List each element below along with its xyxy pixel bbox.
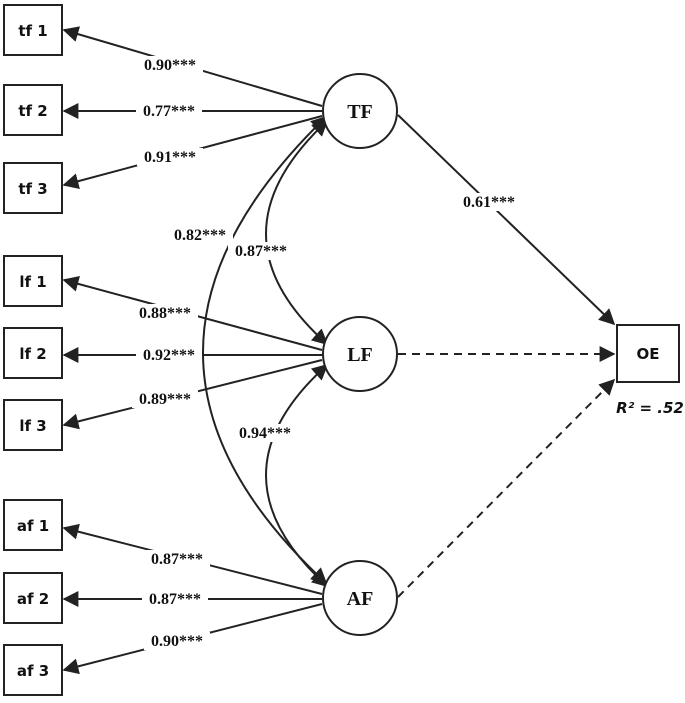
indicator-label: af 2 — [17, 590, 49, 608]
loading-label-af1: 0.87*** — [144, 550, 210, 568]
indicator-label: tf 2 — [18, 102, 47, 120]
indicator-label: lf 2 — [19, 345, 46, 363]
latent-label: AF — [347, 588, 374, 610]
loading-label-tf2: 0.77*** — [136, 102, 202, 120]
latent-label: LF — [347, 344, 373, 366]
correlation-tf-af — [202, 115, 328, 585]
indicator-label: tf 1 — [18, 22, 47, 40]
svg-text:0.87***: 0.87*** — [149, 591, 201, 608]
path-tf-oe — [397, 114, 616, 326]
svg-text:0.90***: 0.90*** — [144, 57, 196, 74]
svg-text:0.77***: 0.77*** — [143, 103, 195, 120]
indicator-tf3: tf 3 — [3, 162, 63, 214]
indicator-lf1: lf 1 — [3, 255, 63, 307]
loading-label-af2: 0.87*** — [142, 590, 208, 608]
loading-label-lf3: 0.89*** — [132, 390, 198, 408]
svg-text:0.92***: 0.92*** — [143, 347, 195, 364]
svg-text:0.88***: 0.88*** — [139, 305, 191, 322]
indicator-label: tf 3 — [18, 180, 47, 198]
indicator-label: af 1 — [17, 517, 49, 535]
latent-af: AF — [322, 560, 398, 636]
correlation-label-tf-af: 0.82*** — [167, 226, 233, 244]
loading-label-af3: 0.90*** — [144, 632, 210, 650]
indicator-af2: af 2 — [3, 572, 63, 624]
latent-label: TF — [347, 101, 373, 123]
latent-lf: LF — [322, 316, 398, 392]
indicator-label: lf 3 — [19, 417, 46, 435]
loading-label-lf2: 0.92*** — [136, 346, 202, 364]
svg-text:0.91***: 0.91*** — [144, 149, 196, 166]
correlation-tf-lf — [265, 119, 329, 346]
latent-tf: TF — [322, 73, 398, 149]
outcome-label: OE — [637, 345, 660, 363]
path-label-tf-oe: 0.61*** — [456, 193, 522, 211]
svg-text:0.89***: 0.89*** — [139, 391, 191, 408]
svg-text:0.87***: 0.87*** — [235, 243, 287, 260]
r-squared-label: R² = .52 — [616, 399, 684, 417]
svg-text:0.61***: 0.61*** — [463, 194, 515, 211]
path-af-oe — [397, 378, 616, 598]
loading-label-tf3: 0.91*** — [137, 148, 203, 166]
svg-text:0.82***: 0.82*** — [174, 227, 226, 244]
loading-label-tf1: 0.90*** — [137, 56, 203, 74]
correlation-lf-af — [265, 363, 329, 588]
correlation-label-lf-af: 0.94*** — [232, 424, 298, 442]
indicator-tf2: tf 2 — [3, 84, 63, 136]
indicator-lf2: lf 2 — [3, 327, 63, 379]
indicator-af1: af 1 — [3, 499, 63, 551]
correlation-label-tf-lf: 0.87*** — [228, 242, 294, 260]
loading-label-lf1: 0.88*** — [132, 304, 198, 322]
indicator-tf1: tf 1 — [3, 4, 63, 56]
indicator-lf3: lf 3 — [3, 399, 63, 451]
indicator-label: af 3 — [17, 662, 49, 680]
svg-text:0.87***: 0.87*** — [151, 551, 203, 568]
outcome-oe: OE — [616, 324, 680, 383]
indicator-label: lf 1 — [19, 273, 46, 291]
svg-text:0.90***: 0.90*** — [151, 633, 203, 650]
svg-text:0.94***: 0.94*** — [239, 425, 291, 442]
indicator-af3: af 3 — [3, 644, 63, 696]
